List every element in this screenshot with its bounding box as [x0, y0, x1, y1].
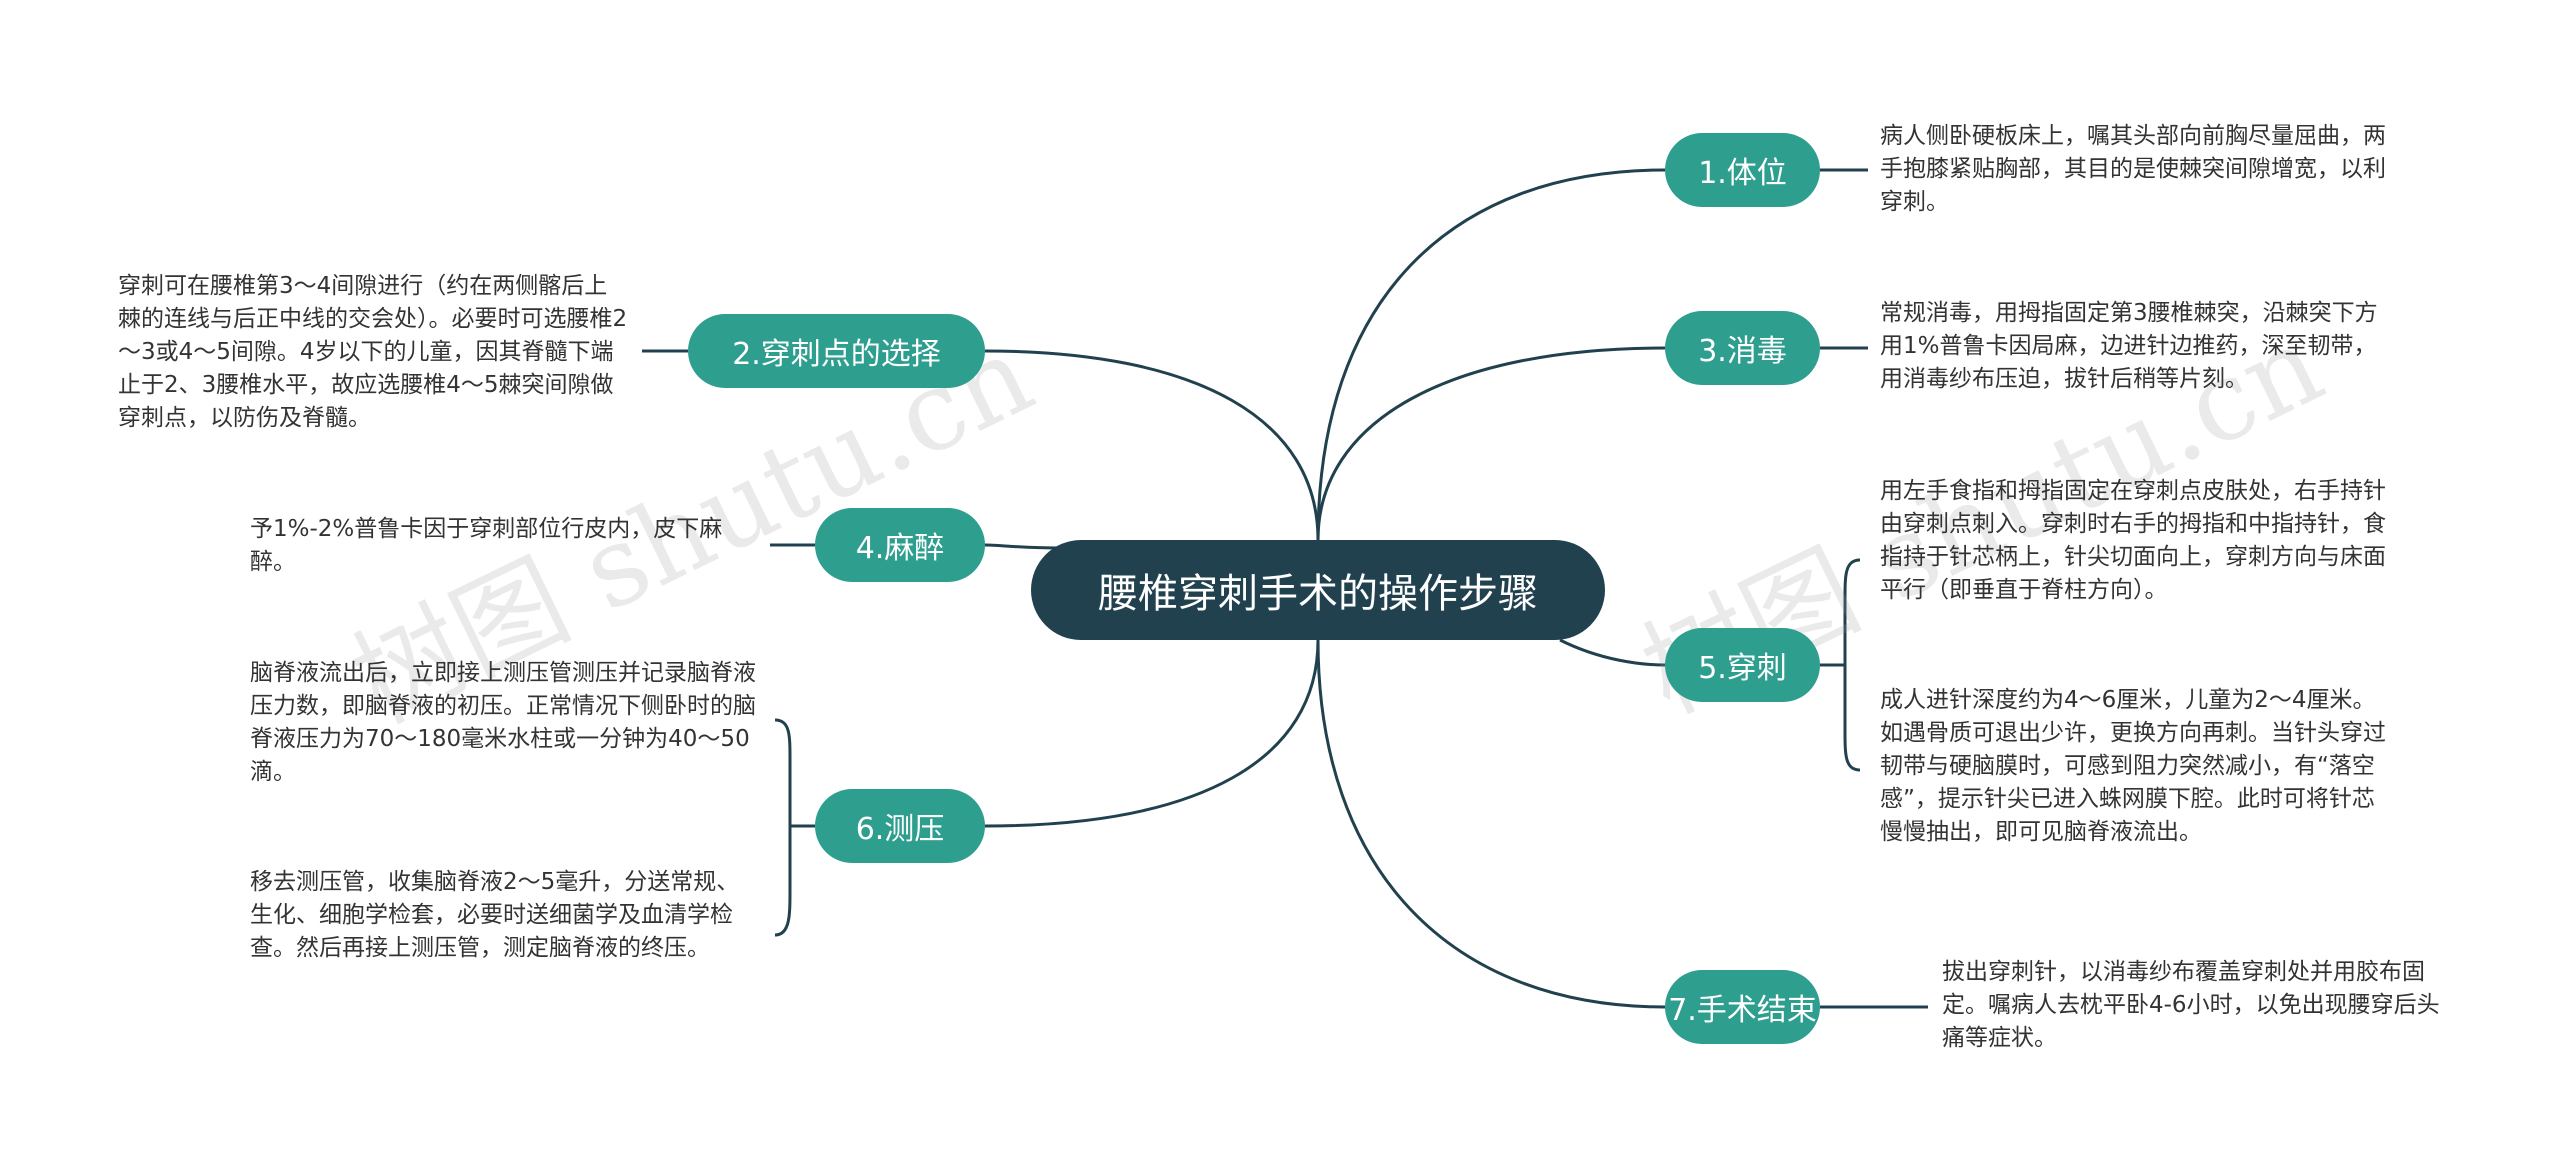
branch-6[interactable]: 6.测压 — [815, 789, 985, 863]
branch-1[interactable]: 1.体位 — [1665, 133, 1820, 207]
branch-2[interactable]: 2.穿刺点的选择 — [688, 314, 985, 388]
leaf-6a: 脑脊液流出后，立即接上测压管测压并记录脑脊液压力数，即脑脊液的初压。正常情况下侧… — [250, 660, 756, 785]
leaf-7: 拔出穿刺针，以消毒纱布覆盖穿刺处并用胶布固定。嘱病人去枕平卧4-6小时，以免出现… — [1942, 959, 2440, 1051]
leaf-4: 予1%-2%普鲁卡因于穿刺部位行皮内，皮下麻醉。 — [250, 516, 723, 575]
leaf-1: 病人侧卧硬板床上，嘱其头部向前胸尽量屈曲，两手抱膝紧贴胸部，其目的是使棘突间隙增… — [1880, 123, 2386, 215]
edge-b6-bracket — [774, 718, 815, 937]
edge-root-b7 — [1316, 639, 1666, 1009]
edge-root-b4 — [984, 543, 1061, 550]
branch-3[interactable]: 3.消毒 — [1665, 311, 1820, 385]
edge-root-b2 — [984, 349, 1320, 541]
branch-4[interactable]: 4.麻醉 — [815, 508, 985, 582]
edge-root-b1 — [1316, 168, 1666, 541]
leaf-5b: 成人进针深度约为4～6厘米，儿童为2～4厘米。如遇骨质可退出少许，更换方向再刺。… — [1880, 687, 2386, 845]
branch-7[interactable]: 7.手术结束 — [1665, 970, 1820, 1044]
edge-root-b5 — [1559, 638, 1666, 667]
edge-b5-bracket — [1820, 558, 1861, 772]
root-node[interactable]: 腰椎穿刺手术的操作步骤 — [1031, 540, 1605, 640]
leaf-2: 穿刺可在腰椎第3～4间隙进行（约在两侧髂后上棘的连线与后正中线的交会处）。必要时… — [118, 273, 628, 431]
leaf-5a: 用左手食指和拇指固定在穿刺点皮肤处，右手持针由穿刺点刺入。穿刺时右手的拇指和中指… — [1880, 478, 2386, 603]
leaf-3: 常规消毒，用拇指固定第3腰椎棘突，沿棘突下方用1%普鲁卡因局麻，边进针边推药，深… — [1880, 300, 2378, 392]
leaf-6b: 移去测压管，收集脑脊液2～5毫升，分送常规、生化、细胞学检套，必要时送细菌学及血… — [250, 869, 740, 961]
branch-5[interactable]: 5.穿刺 — [1665, 628, 1820, 702]
edge-root-b6 — [984, 639, 1320, 828]
edge-root-b3 — [1316, 346, 1666, 541]
